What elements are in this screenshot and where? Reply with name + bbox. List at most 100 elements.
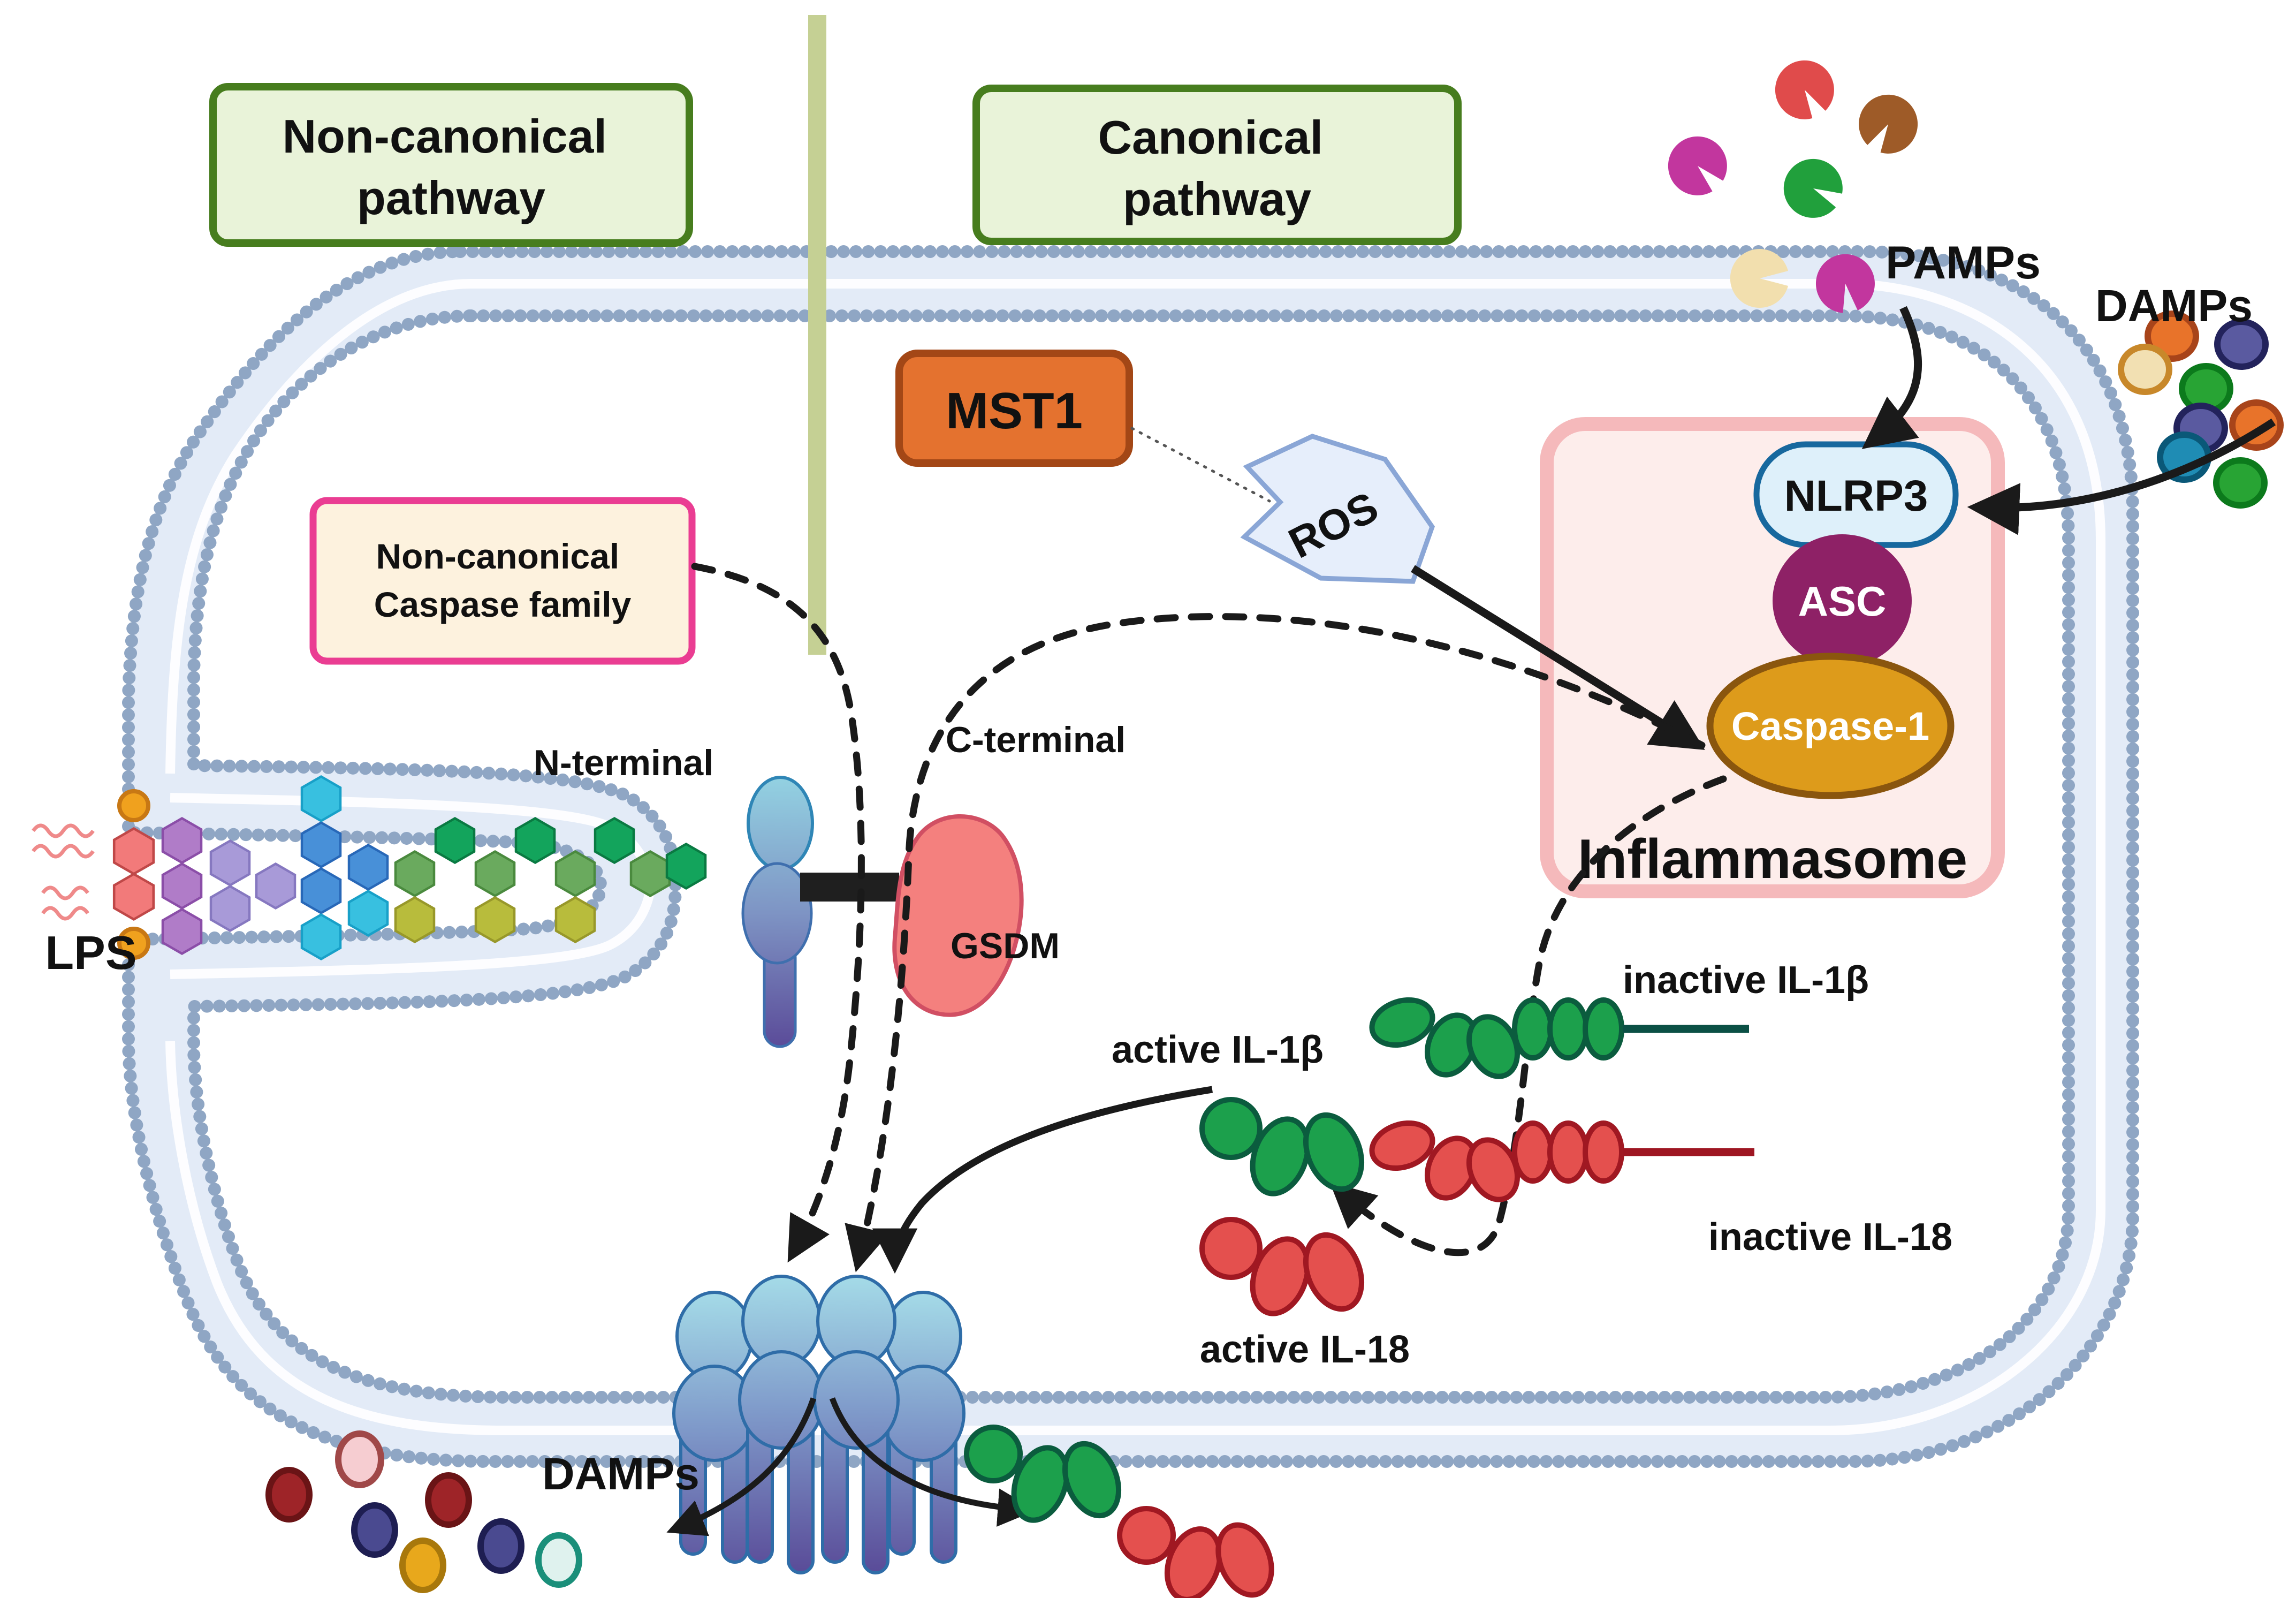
gsdm-c-terminal-blob — [892, 814, 1024, 1017]
lps-label: LPS — [45, 926, 136, 979]
lps-lipid-tails — [32, 823, 95, 921]
pathway-divider — [808, 15, 826, 655]
bead — [1199, 1217, 1263, 1280]
bead — [1512, 997, 1554, 1061]
nlrp3-label: NLRP3 — [1784, 472, 1928, 520]
bead — [1215, 1522, 1274, 1598]
arrow-caspase1-to-cytokines — [1329, 775, 1727, 1256]
caspase1-label: Caspase-1 — [1731, 704, 1929, 748]
bead — [1303, 1112, 1365, 1192]
lps-core-hexes — [114, 829, 154, 920]
caspase1-node: Caspase-1 — [1706, 653, 1955, 799]
pore-subunit — [672, 1291, 757, 1564]
damp-dot — [2145, 310, 2199, 362]
caspase-family-label: Non-canonical Caspase family — [374, 536, 632, 624]
gsdm-n-terminal-top — [747, 776, 814, 871]
damp-dot — [425, 1472, 472, 1528]
damp-dot — [2214, 319, 2269, 370]
c-terminal-label: C-terminal — [946, 720, 1126, 760]
caspase-family-line2: Caspase family — [374, 585, 632, 624]
pamps-group: PAMPs — [1656, 49, 2041, 317]
active-il1b-label: active IL-1β — [1112, 1028, 1324, 1071]
pore-subunit — [813, 1275, 900, 1574]
arrow-damps-to-nlrp3 — [1967, 418, 2276, 535]
bead — [1512, 1120, 1554, 1184]
bead — [1117, 1506, 1176, 1565]
bead — [1250, 1116, 1311, 1196]
bead — [1547, 997, 1589, 1061]
arrow-pamps-to-nlrp3 — [1861, 306, 1922, 449]
gsdm-label: GSDM — [951, 926, 1060, 966]
asc-label: ASC — [1798, 578, 1887, 625]
nlrp3-node: NLRP3 — [1753, 441, 1959, 548]
damp-dot — [2118, 344, 2172, 395]
released-il1b-group — [964, 1425, 1122, 1523]
bead — [1369, 1120, 1435, 1171]
bead — [1583, 1120, 1624, 1184]
inactive-il1b-group — [1369, 997, 1749, 1079]
damp-dot — [351, 1502, 398, 1558]
mst1-label: MST1 — [946, 382, 1083, 440]
dashed-arrows — [691, 563, 1727, 1273]
gsdm-linker — [800, 873, 899, 902]
damp-dot — [2213, 457, 2268, 509]
bead — [1250, 1236, 1311, 1316]
bead — [1547, 1120, 1589, 1184]
pamps-label: PAMPs — [1886, 237, 2041, 289]
bead — [1062, 1441, 1122, 1519]
noncanonical-line2: pathway — [357, 171, 545, 224]
mst1-to-ros-connector — [1130, 427, 1271, 503]
canonical-pathway-title: Canonical pathway — [1098, 111, 1336, 225]
caspase-family-line1: Non-canonical — [376, 536, 619, 576]
lps-lavender-hexes — [211, 841, 295, 931]
lps-phosphates — [117, 789, 150, 960]
noncanonical-pathway-box: Non-canonical pathway — [209, 83, 693, 247]
noncanonical-line1: Non-canonical — [283, 110, 607, 163]
lps-purple-hexes — [163, 819, 201, 954]
arrow-ros-to-caspase1 — [1411, 565, 1705, 750]
arrow-caspasefamily-to-pore — [691, 563, 865, 1263]
pamp-particle — [1848, 84, 1929, 164]
canonical-pathway-box: Canonical pathway — [972, 85, 1462, 245]
bead — [1583, 997, 1624, 1061]
bead — [1369, 997, 1435, 1048]
lps-group: LPS — [32, 777, 705, 979]
damps-top-label: DAMPs — [2095, 281, 2253, 331]
arrow-caspase1-to-pore — [845, 613, 1706, 1273]
bead — [1303, 1232, 1365, 1312]
damp-dot — [335, 1430, 384, 1488]
membrane-inner-heads — [187, 309, 2075, 1404]
active-il18-group — [1199, 1217, 1365, 1316]
pore-subunit — [738, 1275, 825, 1574]
n-terminal-label: N-terminal — [534, 743, 713, 783]
lps-yellow-hexes — [396, 898, 595, 942]
bead — [964, 1425, 1023, 1483]
gsdm-pore — [672, 1275, 965, 1574]
damp-dot — [477, 1518, 524, 1574]
released-il18-group — [1117, 1506, 1274, 1598]
arrow-pore-release-right — [829, 1397, 1036, 1527]
damp-dot — [265, 1467, 313, 1523]
bead — [1011, 1445, 1070, 1523]
inactive-il18-group — [1369, 1120, 1754, 1202]
mst1-node: MST1 — [895, 350, 1133, 467]
active-il1b-group — [1199, 1097, 1365, 1196]
noncanonical-pathway-title: Non-canonical pathway — [283, 110, 620, 224]
bead — [1164, 1526, 1223, 1598]
canonical-line2: pathway — [1123, 172, 1311, 225]
pamp-particle — [1764, 49, 1845, 130]
inflammasome-label: Inflammasome — [1578, 828, 1967, 890]
pamp-particle — [1656, 124, 1739, 207]
caspase-family-box: Non-canonical Caspase family — [309, 497, 696, 665]
damps-bottom-label: DAMPs — [542, 1449, 700, 1499]
arrow-active-cytokines-to-pore — [872, 1086, 1213, 1274]
inactive-il1b-label: inactive IL-1β — [1623, 959, 1869, 1002]
pamp-particle — [1774, 149, 1852, 228]
arrow-pore-release-left — [666, 1397, 817, 1536]
canonical-line1: Canonical — [1098, 111, 1324, 164]
damp-dot — [399, 1538, 446, 1593]
active-il18-label: active IL-18 — [1200, 1328, 1410, 1371]
gsdm-group: N-terminal C-terminal GSDM — [534, 720, 1126, 1048]
